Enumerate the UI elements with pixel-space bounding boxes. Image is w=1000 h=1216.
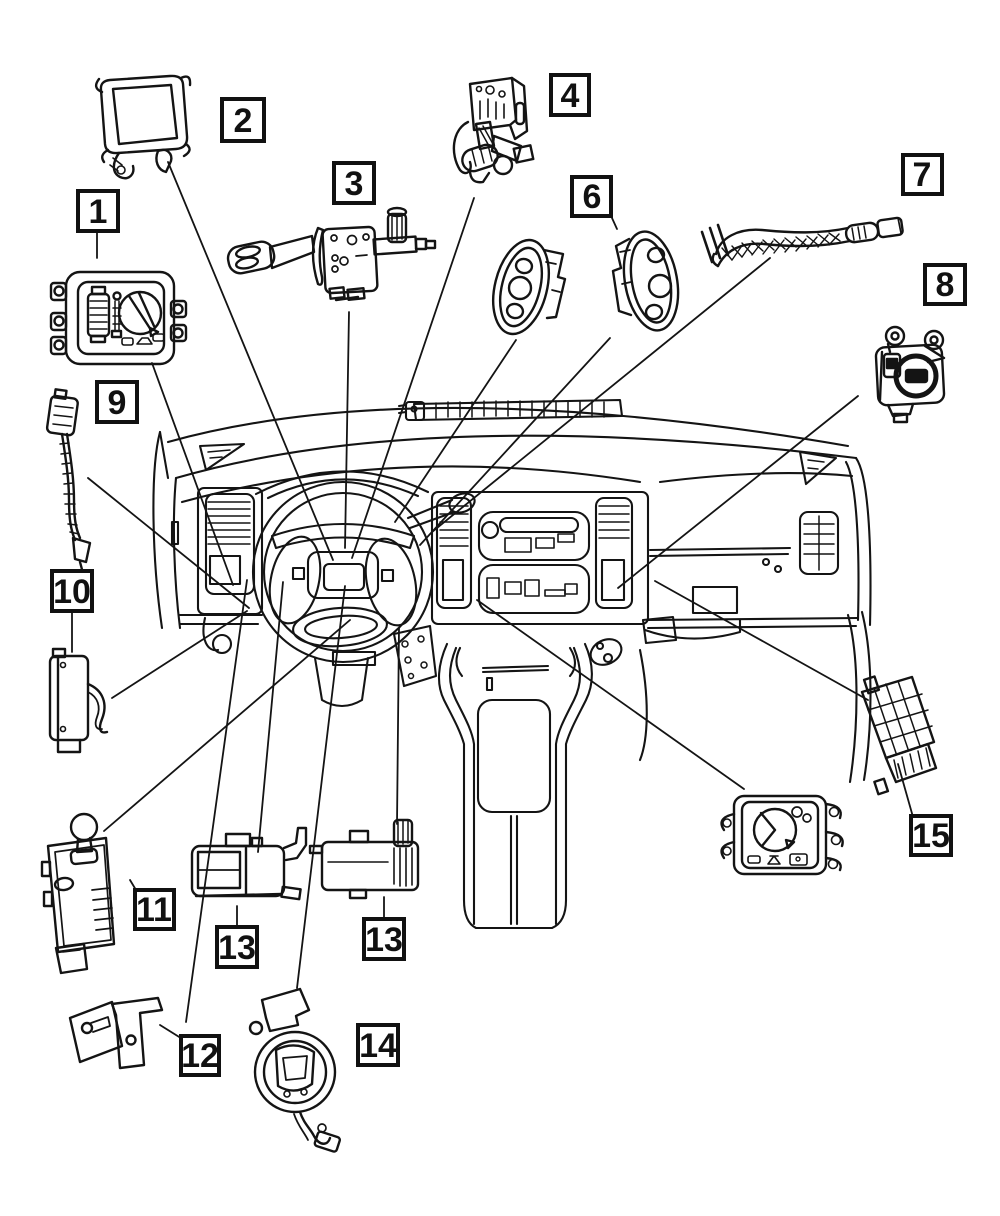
part-2-drawing — [94, 74, 192, 180]
callout-15: 15 — [909, 814, 953, 857]
callout-3: 3 — [332, 161, 376, 205]
part-13-right-drawing — [308, 818, 420, 900]
callout-8-label: 8 — [936, 266, 955, 304]
callout-15-label: 15 — [912, 817, 950, 855]
part-6-drawing — [492, 230, 680, 336]
part-7-drawing — [700, 216, 904, 268]
center-console — [438, 642, 593, 930]
callout-7-label: 7 — [913, 156, 932, 194]
callout-6-label: 6 — [583, 178, 602, 216]
callout-14: 14 — [356, 1023, 400, 1067]
callout-14-label: 14 — [359, 1027, 397, 1065]
callout-13-left: 13 — [215, 925, 259, 969]
part-10-drawing — [48, 647, 109, 754]
part-3-drawing — [226, 206, 437, 302]
part-4-drawing — [452, 76, 535, 184]
callout-7: 7 — [901, 153, 944, 196]
center-stack — [430, 490, 650, 626]
callout-12: 12 — [179, 1034, 221, 1077]
callout-11-label: 11 — [136, 891, 172, 929]
part-15-drawing — [860, 675, 938, 796]
callout-2-label: 2 — [234, 102, 253, 140]
callout-9-label: 9 — [108, 384, 127, 422]
callout-4-label: 4 — [561, 77, 580, 115]
callout-boxes: 1 2 3 4 6 7 8 9 — [50, 73, 967, 1077]
callout-9: 9 — [95, 380, 139, 424]
callout-2: 2 — [220, 97, 266, 143]
callout-1: 1 — [76, 189, 120, 233]
part-9-drawing — [45, 388, 92, 579]
callout-3-label: 3 — [345, 165, 364, 203]
callout-8: 8 — [923, 263, 967, 306]
dashboard-illustration — [152, 398, 872, 930]
part-8-drawing — [874, 325, 946, 424]
part-12-drawing — [68, 996, 164, 1070]
steering-wheel — [251, 480, 435, 667]
callout-11: 11 — [133, 888, 176, 931]
callout-13-right-label: 13 — [365, 921, 403, 959]
part-14-drawing — [248, 987, 341, 1153]
part-1-drawing — [49, 270, 188, 366]
callout-6: 6 — [570, 175, 613, 218]
callout-13-right: 13 — [362, 917, 406, 961]
leader-lines — [71, 161, 914, 1041]
rotary-switch-drawing — [720, 794, 844, 876]
callout-10-label: 10 — [53, 573, 91, 611]
part-13-left-drawing — [190, 826, 308, 901]
callout-10: 10 — [50, 569, 94, 613]
part-11-drawing — [40, 812, 116, 975]
callout-12-label: 12 — [181, 1037, 219, 1075]
callout-4: 4 — [549, 73, 591, 117]
callout-1-label: 1 — [89, 193, 108, 231]
callout-13-left-label: 13 — [218, 929, 256, 967]
